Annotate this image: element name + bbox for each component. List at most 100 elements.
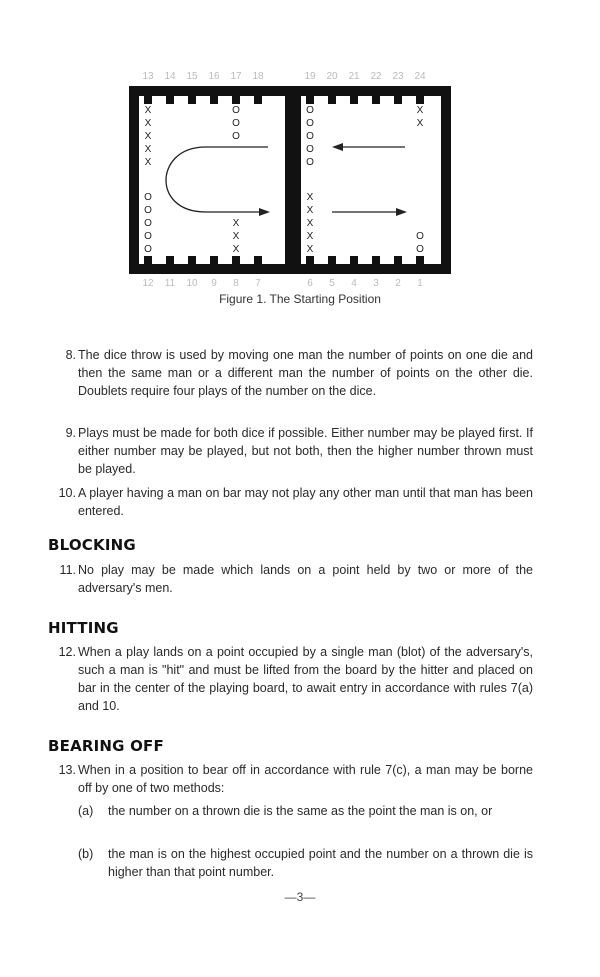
point-marker-top (328, 96, 336, 104)
subitem-b: (b) the man is on the highest occupied p… (78, 845, 533, 881)
point-marker-bottom (166, 256, 174, 264)
point-marker-bottom (188, 256, 196, 264)
point-marker-top (306, 96, 314, 104)
checker-x: X (307, 205, 314, 216)
right-half (301, 96, 441, 264)
rule-number: 10. (58, 486, 76, 500)
point-marker-top (144, 96, 152, 104)
point-marker-top (416, 96, 424, 104)
rule-12: 12. When a play lands on a point occupie… (48, 643, 533, 715)
heading-hitting: HITTING (48, 619, 119, 637)
left-half (139, 96, 285, 264)
point-marker-bottom (328, 256, 336, 264)
board-point-markers (144, 96, 424, 264)
checker-x: X (417, 118, 424, 129)
point-number: 22 (370, 71, 382, 82)
point-marker-bottom (232, 256, 240, 264)
checker-o: O (144, 218, 152, 229)
checker-x: X (307, 231, 314, 242)
point-number: 7 (255, 278, 261, 289)
point-number: 6 (307, 278, 313, 289)
checker-o: O (416, 244, 424, 255)
u-turn-arrow (165, 146, 268, 213)
checker-o: O (144, 205, 152, 216)
point-marker-top (166, 96, 174, 104)
rule-number: 13. (58, 763, 76, 777)
point-marker-top (372, 96, 380, 104)
rule-13: 13. When in a position to bear off in ac… (48, 761, 533, 797)
point-number: 3 (373, 278, 379, 289)
point-number: 14 (164, 71, 176, 82)
rule-11: 11. No play may be made which lands on a… (48, 561, 533, 597)
checker-x: X (145, 118, 152, 129)
subitem-label: (b) (78, 847, 94, 861)
point-number: 2 (395, 278, 401, 289)
rule-text: The dice throw is used by moving one man… (78, 348, 533, 398)
checker-x: X (417, 105, 424, 116)
point-number: 8 (233, 278, 239, 289)
checker-x: X (145, 105, 152, 116)
subitem-a: (a) the number on a thrown die is the sa… (78, 802, 533, 820)
point-number: 20 (326, 71, 338, 82)
point-marker-top (188, 96, 196, 104)
rule-8: 8. The dice throw is used by moving one … (48, 346, 533, 400)
subitem-text: the number on a thrown die is the same a… (108, 804, 493, 818)
point-number: 17 (230, 71, 242, 82)
rule-number: 8. (65, 348, 76, 362)
point-number: 12 (142, 278, 154, 289)
point-marker-top (232, 96, 240, 104)
rule-text: When in a position to bear off in accord… (78, 763, 533, 795)
rule-text: Plays must be made for both dice if poss… (78, 426, 533, 476)
checker-o: O (144, 192, 152, 203)
checker-o: O (144, 244, 152, 255)
point-marker-bottom (210, 256, 218, 264)
checker-x: X (307, 192, 314, 203)
checker-x: X (307, 244, 314, 255)
point-number: 19 (304, 71, 316, 82)
checker-o: O (306, 131, 314, 142)
figure-caption: Figure 1. The Starting Position (219, 292, 381, 306)
u-turn-arrowhead (259, 208, 270, 216)
point-marker-top (394, 96, 402, 104)
subitem-label: (a) (78, 804, 94, 818)
point-marker-bottom (372, 256, 380, 264)
point-marker-bottom (350, 256, 358, 264)
point-number: 11 (165, 278, 176, 289)
checker-o: O (232, 131, 240, 142)
checker-o: O (232, 118, 240, 129)
heading-blocking: BLOCKING (48, 536, 136, 554)
checker-o: O (306, 118, 314, 129)
point-number: 13 (142, 71, 154, 82)
rule-number: 9. (65, 426, 76, 440)
checker-x: X (233, 231, 240, 242)
point-marker-bottom (394, 256, 402, 264)
point-number: 21 (348, 71, 360, 82)
left-arrowhead (332, 143, 343, 151)
rule-text: No play may be made which lands on a poi… (78, 563, 533, 595)
point-marker-top (210, 96, 218, 104)
rule-number: 12. (58, 645, 76, 659)
checker-o: O (232, 105, 240, 116)
checker-o: O (416, 231, 424, 242)
point-marker-bottom (144, 256, 152, 264)
checker-x: X (233, 244, 240, 255)
point-number: 4 (351, 278, 357, 289)
checker-o: O (306, 157, 314, 168)
checker-x: X (145, 131, 152, 142)
page-number: —3— (284, 890, 316, 904)
right-arrowhead (396, 208, 407, 216)
checker-x: X (307, 218, 314, 229)
checker-o: O (144, 231, 152, 242)
checker-o: O (306, 105, 314, 116)
point-number: 18 (252, 71, 264, 82)
checker-x: X (233, 218, 240, 229)
rule-10: 10. A player having a man on bar may not… (48, 484, 533, 520)
point-number: 9 (211, 278, 217, 289)
point-marker-bottom (254, 256, 262, 264)
point-number: 23 (392, 71, 404, 82)
point-number: 5 (329, 278, 335, 289)
